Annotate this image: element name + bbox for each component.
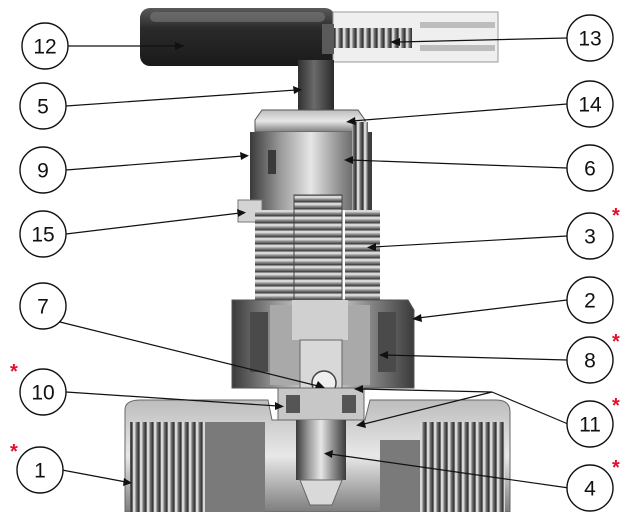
- left-port-threads: [130, 422, 205, 512]
- stem-threads: [294, 195, 342, 310]
- callout-12: 12: [21, 22, 69, 70]
- handle-bar: [140, 8, 335, 66]
- callout-label: 2: [584, 290, 596, 313]
- callout-2: 2: [566, 276, 614, 324]
- callout-label: 9: [37, 160, 49, 183]
- callout-5: 5: [19, 82, 67, 130]
- callout-4: 4 *: [566, 457, 620, 512]
- callout-label: 8: [584, 350, 596, 373]
- callout-10: 10 *: [10, 361, 67, 416]
- callout-label: 3: [584, 226, 596, 249]
- callout-8: 8 *: [566, 331, 620, 384]
- callout-label: 10: [31, 382, 54, 405]
- asterisk-marker: *: [612, 457, 620, 479]
- right-port-threads: [420, 422, 505, 512]
- bonnet-threads-left: [255, 210, 297, 302]
- asterisk-marker: *: [612, 331, 620, 353]
- callout-label: 4: [584, 478, 596, 501]
- callout-label: 5: [37, 96, 49, 119]
- callout-label: 15: [31, 224, 54, 247]
- valve-illustration: [124, 8, 511, 512]
- asterisk-marker: *: [612, 395, 620, 417]
- asterisk-marker: *: [10, 441, 18, 463]
- callout-label: 11: [579, 414, 601, 437]
- callout-label: 12: [33, 36, 56, 59]
- callout-11: 11 *: [566, 395, 620, 448]
- needle: [296, 420, 346, 480]
- callout-6: 6: [566, 144, 614, 192]
- callout-9: 9: [19, 146, 67, 194]
- callout-15: 15: [19, 210, 67, 258]
- callout-label: 14: [578, 94, 602, 117]
- callout-1: 1 *: [10, 441, 64, 494]
- callout-label: 7: [37, 296, 49, 319]
- asterisk-marker: *: [10, 361, 18, 383]
- callout-label: 1: [34, 460, 46, 483]
- callout-label: 13: [578, 28, 601, 51]
- callout-7: 7: [19, 282, 67, 330]
- leader-lines: [59, 37, 570, 489]
- callout-13: 13: [566, 14, 614, 62]
- callout-14: 14: [566, 80, 614, 128]
- bonnet-threads-right: [345, 210, 380, 302]
- asterisk-marker: *: [612, 205, 620, 227]
- callout-3: 3 *: [566, 205, 620, 260]
- callout-label: 6: [584, 158, 596, 181]
